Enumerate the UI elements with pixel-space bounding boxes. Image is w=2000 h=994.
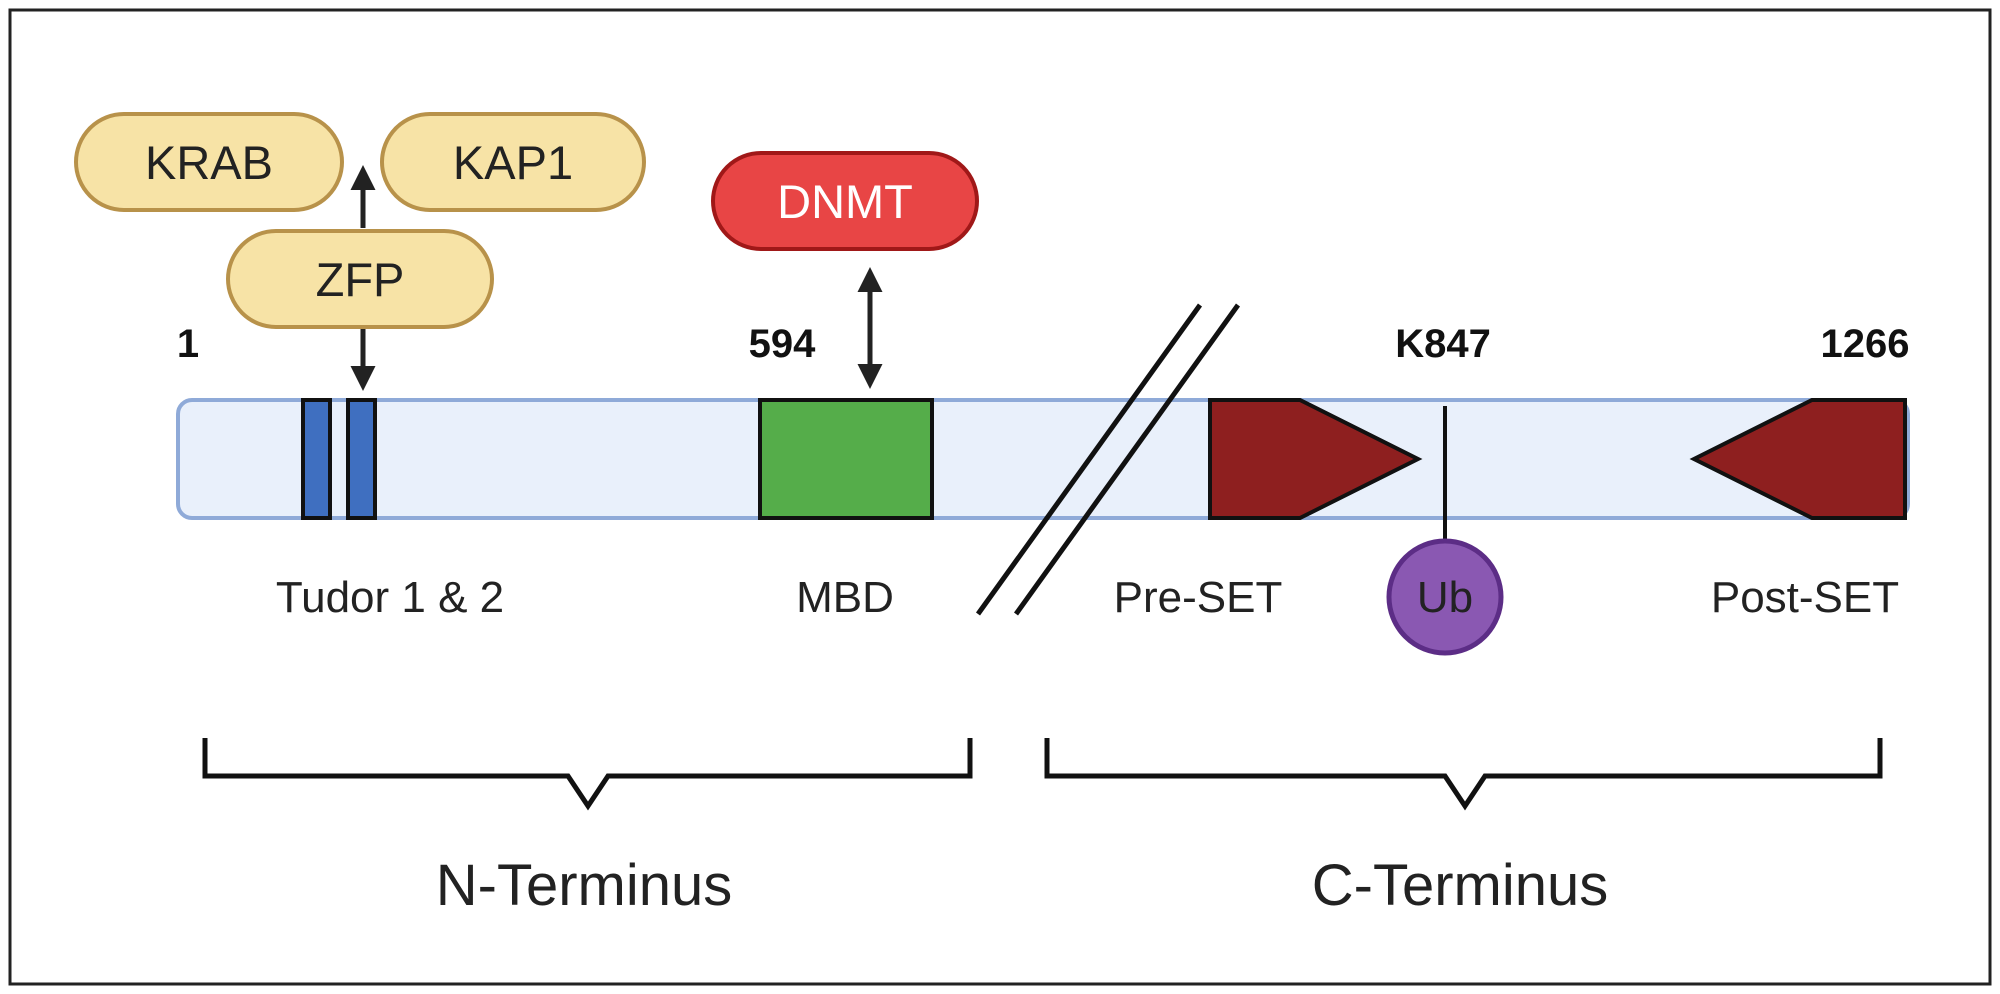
pre-set-label: Pre-SET [1114, 573, 1283, 622]
break-line-2 [1013, 303, 1241, 616]
tudor-domain-2 [346, 398, 377, 520]
dnmt-label: DNMT [777, 175, 913, 228]
position-end: 1266 [1821, 322, 1910, 366]
ubiquitin-label: Ub [1417, 573, 1473, 622]
zfp-label: ZFP [316, 253, 405, 306]
position-k847: K847 [1395, 322, 1491, 366]
position-start: 1 [177, 322, 199, 366]
protein-backbone [176, 398, 1910, 520]
position-mbd: 594 [749, 322, 816, 366]
post-set-domain [1689, 398, 1907, 520]
tudor-domain-1 [301, 398, 332, 520]
c-terminus-label: C-Terminus [1312, 853, 1609, 918]
krab-label: KRAB [145, 136, 273, 189]
kap1-label: KAP1 [453, 136, 573, 189]
mbd-label: MBD [796, 573, 894, 622]
krab-pill [74, 112, 344, 212]
zfp-pill [226, 229, 494, 329]
pre-set-domain [1208, 398, 1423, 520]
mbd-domain [758, 398, 934, 520]
dnmt-pill [711, 151, 979, 251]
ubiquitin-circle [1386, 538, 1504, 656]
tudor-label: Tudor 1 & 2 [276, 573, 504, 622]
post-set-label: Post-SET [1711, 573, 1899, 622]
n-terminus-bracket [202, 738, 973, 811]
c-terminus-bracket [1044, 738, 1883, 811]
kap1-pill [380, 112, 646, 212]
break-line-1 [975, 303, 1203, 616]
n-terminus-label: N-Terminus [436, 853, 733, 918]
